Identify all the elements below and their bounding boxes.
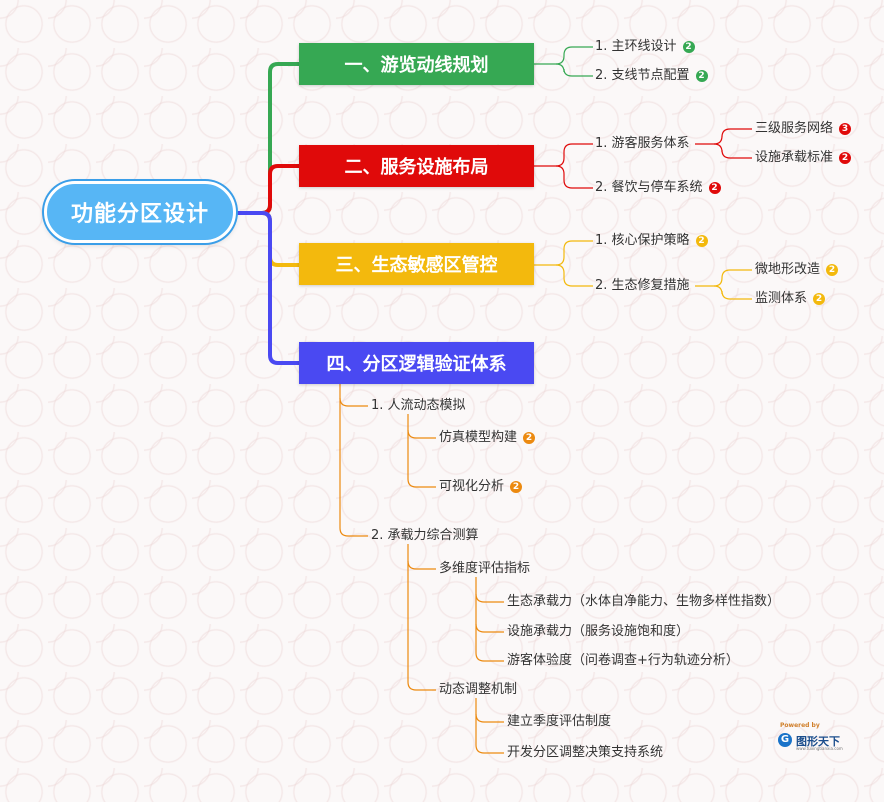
node-label: 2. 承载力综合测算 bbox=[371, 528, 479, 543]
connector-b1-items bbox=[534, 46, 593, 65]
node-label: 2. 生态修复措施 bbox=[595, 278, 690, 293]
logo-powered-text: Powered by bbox=[780, 722, 820, 729]
node-label: 设施承载标准 bbox=[755, 150, 834, 165]
connector-b2-items bbox=[534, 143, 593, 167]
node-label: 可视化分析 bbox=[439, 479, 505, 494]
count-badge: 2 bbox=[510, 481, 523, 493]
connector-root-b4 bbox=[234, 211, 301, 365]
node-label: 建立季度评估制度 bbox=[507, 714, 612, 729]
node-b4-1-2[interactable]: 可视化分析 2 bbox=[439, 479, 523, 495]
count-badge: 2 bbox=[813, 293, 826, 305]
node-b2-1[interactable]: 1. 游客服务体系 bbox=[595, 136, 690, 152]
branch-3-title[interactable]: 三、生态敏感区管控 bbox=[299, 243, 534, 285]
logo-name: 图形天下 bbox=[796, 735, 840, 748]
connector-b4-adjust bbox=[475, 698, 504, 723]
node-b4-2-1-1[interactable]: 生态承载力（水体自净能力、生物多样性指数） bbox=[507, 594, 780, 610]
node-label: 2. 餐饮与停车系统 bbox=[595, 180, 703, 195]
node-b2-1-2[interactable]: 设施承载标准 2 bbox=[755, 150, 852, 166]
node-b4-2[interactable]: 2. 承载力综合测算 bbox=[371, 528, 479, 544]
branch-2-title[interactable]: 二、服务设施布局 bbox=[299, 145, 534, 187]
node-b4-1-1[interactable]: 仿真模型构建 2 bbox=[439, 430, 536, 446]
node-b3-2[interactable]: 2. 生态修复措施 bbox=[595, 278, 690, 294]
connector-b4-calc bbox=[407, 544, 436, 570]
node-b4-2-1-2[interactable]: 设施承载力（服务设施饱和度） bbox=[507, 624, 689, 640]
node-b4-2-2-1[interactable]: 建立季度评估制度 bbox=[507, 714, 611, 730]
node-b3-2-1[interactable]: 微地形改造 2 bbox=[755, 262, 839, 278]
node-label: 游客体验度（问卷调查+行为轨迹分析） bbox=[507, 653, 739, 668]
connector-b4-items bbox=[339, 384, 368, 407]
node-b1-2[interactable]: 2. 支线节点配置 2 bbox=[595, 68, 708, 84]
node-label: 动态调整机制 bbox=[439, 682, 518, 697]
node-label: 设施承载力（服务设施饱和度） bbox=[507, 624, 690, 639]
connector-b2-sub bbox=[695, 128, 752, 145]
node-label: 2. 支线节点配置 bbox=[595, 68, 690, 83]
node-label: 1. 人流动态模拟 bbox=[371, 398, 466, 413]
node-label: 监测体系 bbox=[755, 291, 808, 306]
logo-url: www.tuxingtianxia.com bbox=[796, 746, 843, 751]
node-b4-2-1[interactable]: 多维度评估指标 bbox=[439, 561, 530, 577]
connector-root-b1 bbox=[234, 62, 301, 215]
node-b1-1[interactable]: 1. 主环线设计 2 bbox=[595, 39, 695, 55]
node-label: 1. 游客服务体系 bbox=[595, 136, 690, 151]
count-badge: 2 bbox=[839, 152, 852, 164]
connector-b4-sim bbox=[407, 414, 436, 439]
count-badge: 2 bbox=[695, 70, 708, 82]
node-b4-1[interactable]: 1. 人流动态模拟 bbox=[371, 398, 466, 414]
node-label: 微地形改造 bbox=[755, 262, 821, 277]
count-badge: 2 bbox=[695, 235, 708, 247]
connector-b3-sub bbox=[695, 269, 752, 287]
branch-4-title[interactable]: 四、分区逻辑验证体系 bbox=[299, 342, 534, 384]
connector-root-b2 bbox=[234, 164, 301, 215]
node-label: 多维度评估指标 bbox=[439, 561, 531, 576]
node-b3-1[interactable]: 1. 核心保护策略 2 bbox=[595, 233, 708, 249]
count-badge: 2 bbox=[682, 41, 695, 53]
node-b2-2[interactable]: 2. 餐饮与停车系统 2 bbox=[595, 180, 721, 196]
node-b3-2-2[interactable]: 监测体系 2 bbox=[755, 291, 826, 307]
node-b4-2-2[interactable]: 动态调整机制 bbox=[439, 682, 517, 698]
count-badge: 3 bbox=[839, 123, 852, 135]
node-label: 三级服务网络 bbox=[755, 121, 834, 136]
node-label: 1. 核心保护策略 bbox=[595, 233, 690, 248]
node-label: 1. 主环线设计 bbox=[595, 39, 677, 54]
node-label: 开发分区调整决策支持系统 bbox=[507, 745, 664, 760]
root-topic[interactable]: 功能分区设计 bbox=[44, 181, 236, 243]
connector-root-b3 bbox=[234, 211, 301, 267]
node-b2-1-1[interactable]: 三级服务网络 3 bbox=[755, 121, 852, 137]
count-badge: 2 bbox=[523, 432, 536, 444]
count-badge: 2 bbox=[708, 182, 721, 194]
branch-1-title[interactable]: 一、游览动线规划 bbox=[299, 43, 534, 85]
node-label: 仿真模型构建 bbox=[439, 430, 518, 445]
node-label: 生态承载力（水体自净能力、生物多样性指数） bbox=[507, 594, 781, 609]
connector-b3-items bbox=[534, 240, 593, 266]
node-b4-2-1-3[interactable]: 游客体验度（问卷调查+行为轨迹分析） bbox=[507, 653, 739, 669]
brand-logo: Powered by G 图形天下 www.tuxingtianxia.com bbox=[776, 722, 846, 752]
node-b4-2-2-2[interactable]: 开发分区调整决策支持系统 bbox=[507, 745, 663, 761]
connector-b4-metrics bbox=[475, 577, 504, 603]
logo-mark-icon: G bbox=[778, 733, 792, 747]
count-badge: 2 bbox=[826, 264, 839, 276]
